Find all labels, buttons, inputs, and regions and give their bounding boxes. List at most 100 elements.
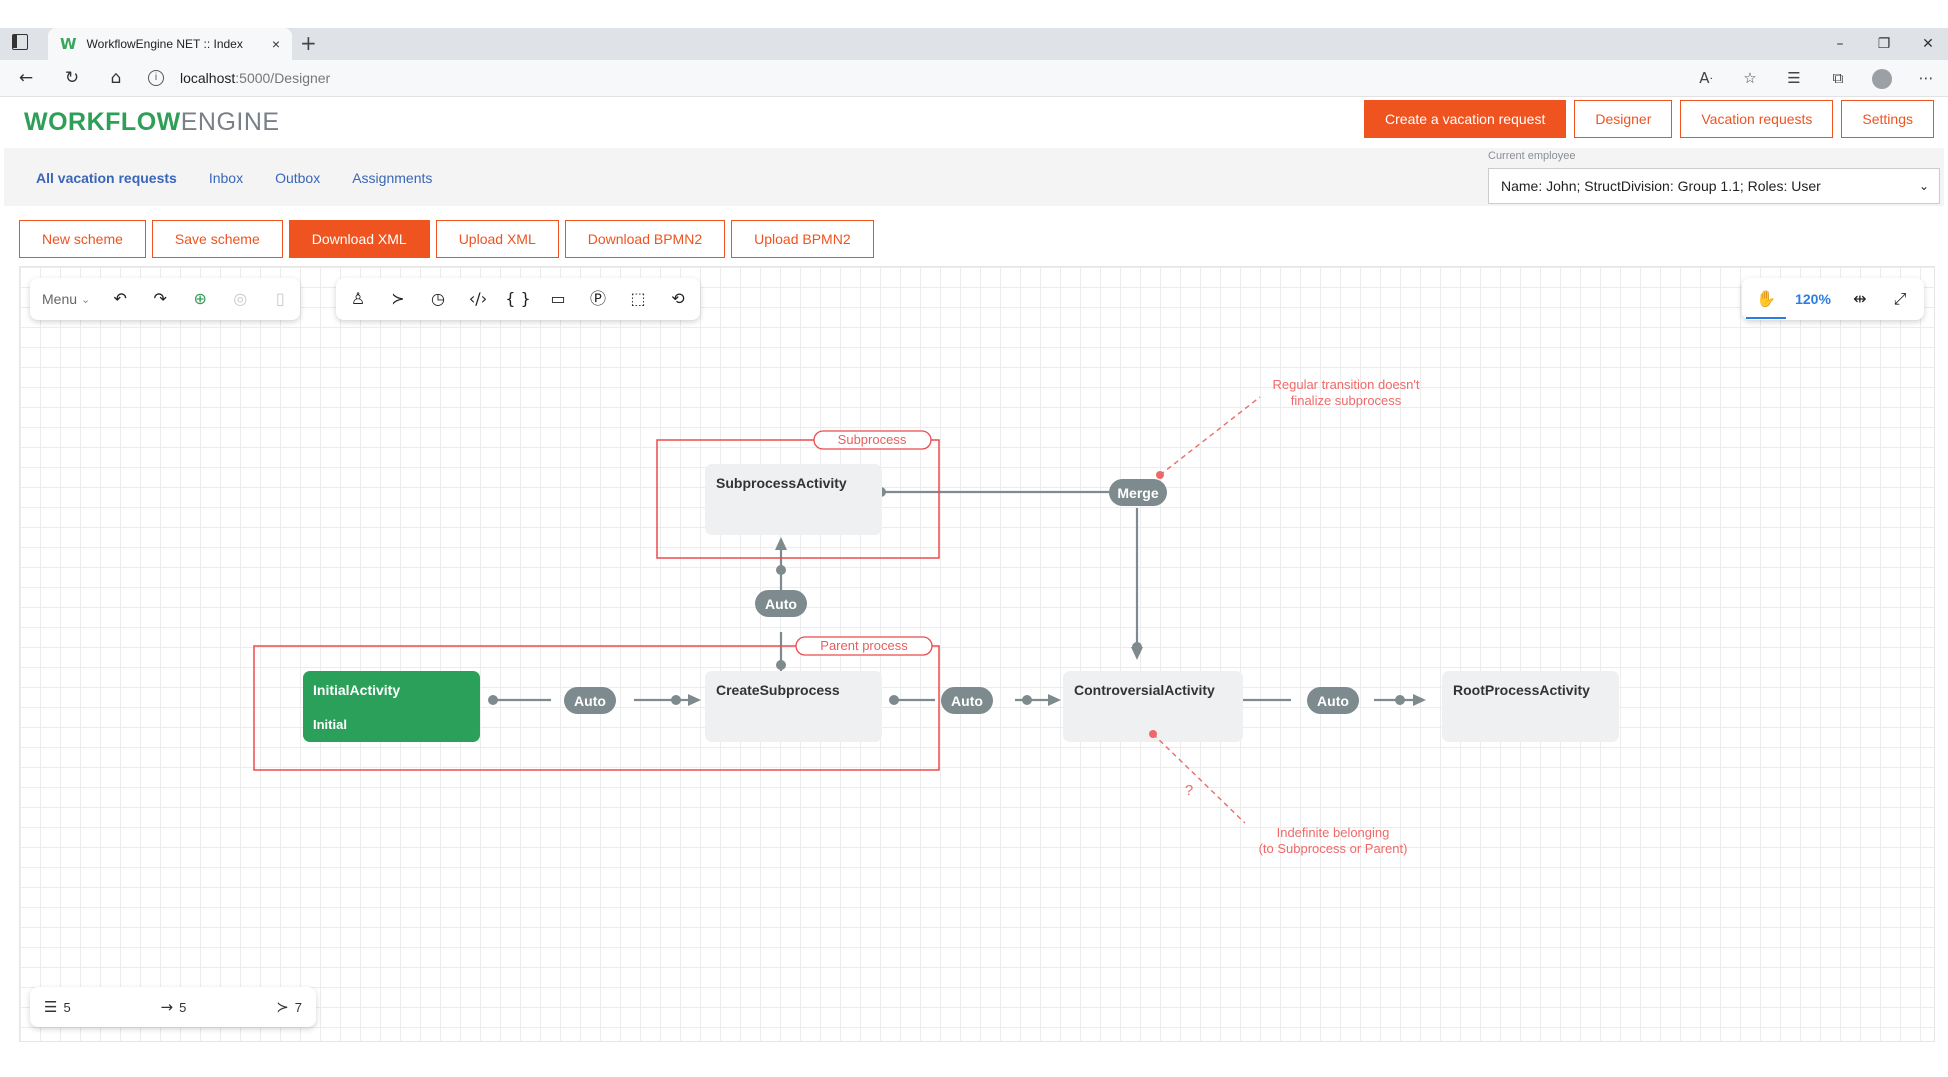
- add-favorite-icon[interactable]: ☆: [1743, 69, 1757, 87]
- upload-xml-button[interactable]: Upload XML: [435, 220, 559, 258]
- controversial-activity-node[interactable]: [1063, 671, 1243, 742]
- connector-dot: [671, 695, 681, 705]
- annotation-dot: [1156, 471, 1164, 479]
- transition-auto-2[interactable]: Auto: [941, 687, 993, 714]
- undo-icon[interactable]: ↶: [113, 289, 127, 308]
- minimize-icon[interactable]: –: [1836, 36, 1844, 52]
- link-inbox[interactable]: Inbox: [208, 170, 244, 186]
- comments-icon[interactable]: ▭: [550, 289, 566, 308]
- new-tab-icon[interactable]: +: [300, 31, 317, 55]
- window-close-icon[interactable]: ✕: [1922, 36, 1934, 52]
- actors-icon[interactable]: ♙: [350, 289, 366, 308]
- site-info-icon[interactable]: i: [148, 70, 164, 86]
- transitions-count[interactable]: →5: [147, 998, 201, 1016]
- logo-light: ENGINE: [180, 108, 280, 136]
- link-all-vacation-requests[interactable]: All vacation requests: [36, 170, 177, 186]
- transition-auto-1[interactable]: Auto: [564, 687, 616, 714]
- current-employee-select[interactable]: Name: John; StructDivision: Group 1.1; R…: [1488, 168, 1940, 204]
- subprocess-activity-node[interactable]: [705, 464, 882, 535]
- annotation-regular-1: Regular transition doesn't: [1272, 377, 1419, 392]
- tab-close-icon[interactable]: ×: [271, 36, 280, 52]
- copy-icon[interactable]: ◎: [233, 289, 248, 308]
- redo-icon[interactable]: ↷: [153, 289, 167, 308]
- more-icon[interactable]: ⋯: [1918, 69, 1934, 87]
- scheme-actions: New scheme Save scheme Download XML Uplo…: [19, 220, 874, 258]
- commands-icon[interactable]: ≻: [391, 289, 405, 308]
- subprocess-group-box[interactable]: [656, 439, 940, 559]
- transition-auto-vertical[interactable]: Auto: [755, 590, 807, 617]
- collections-icon[interactable]: ⧉: [1832, 69, 1844, 87]
- parameters-icon[interactable]: { }: [505, 289, 531, 308]
- arrowhead: [1131, 647, 1143, 660]
- timers-icon[interactable]: ◷: [431, 289, 445, 308]
- annotation-indefinite-2: (to Subprocess or Parent): [1259, 841, 1408, 856]
- create-subprocess-node[interactable]: [705, 671, 882, 742]
- arrowhead: [1413, 694, 1426, 706]
- annotation-leader-merge: [1159, 396, 1261, 476]
- subprocess-activity-name: SubprocessActivity: [716, 475, 847, 491]
- save-scheme-button[interactable]: Save scheme: [151, 220, 283, 258]
- transition-auto-3[interactable]: Auto: [1307, 687, 1359, 714]
- transitions-icon: →: [160, 998, 174, 1016]
- root-process-activity-node[interactable]: [1442, 671, 1619, 742]
- address-bar: ← ↻ ⌂ i localhost:5000/Designer Aᐧ ☆ ☰ ⧉…: [0, 60, 1948, 97]
- activities-count-value: 5: [63, 999, 71, 1015]
- app-logo[interactable]: WORKFLOWENGINE: [24, 108, 280, 137]
- code-actions-icon[interactable]: ‹/›: [468, 289, 488, 308]
- reload-icon[interactable]: ↻: [64, 68, 80, 88]
- plugins-icon[interactable]: Ⓟ: [589, 289, 606, 308]
- url-field[interactable]: i localhost:5000/Designer: [148, 63, 1648, 93]
- subprocess-group-label: Subprocess: [838, 432, 907, 447]
- designer-canvas[interactable]: Menu ⌄ ↶ ↷ ⊕ ◎ ▯ ♙ ≻ ◷ ‹/› { } ▭ Ⓟ ⬚ ⟲ ✋…: [19, 266, 1935, 1042]
- transition-merge-label: Merge: [1117, 485, 1158, 501]
- annotation-indefinite-1: Indefinite belonging: [1277, 825, 1390, 840]
- read-aloud-icon[interactable]: Aᐧ: [1699, 69, 1713, 87]
- download-bpmn2-button[interactable]: Download BPMN2: [564, 220, 726, 258]
- commands-count[interactable]: ≻7: [262, 998, 316, 1016]
- fullscreen-icon[interactable]: ⤢: [1893, 289, 1907, 308]
- chevron-down-icon: ⌄: [1918, 179, 1929, 193]
- parent-group-label: Parent process: [820, 638, 908, 653]
- vacation-requests-button[interactable]: Vacation requests: [1680, 100, 1834, 138]
- selection-icon[interactable]: ⬚: [630, 289, 646, 308]
- url-host: localhost: [180, 70, 236, 86]
- zoom-level[interactable]: 120%: [1795, 291, 1831, 307]
- transition-auto-3-label: Auto: [1317, 693, 1349, 709]
- restore-icon[interactable]: ❐: [1877, 36, 1891, 52]
- subprocess-group-tag: [813, 430, 932, 450]
- hand-pan-icon[interactable]: ✋: [1746, 279, 1786, 319]
- add-activity-icon[interactable]: ⊕: [193, 289, 207, 308]
- history-icon[interactable]: ⟲: [671, 289, 685, 308]
- url-path: :5000/Designer: [235, 70, 331, 86]
- annotation-regular-2: finalize subprocess: [1291, 393, 1402, 408]
- upload-bpmn2-button[interactable]: Upload BPMN2: [731, 220, 874, 258]
- profile-icon[interactable]: [1860, 66, 1904, 90]
- transition-merge[interactable]: Merge: [1109, 479, 1167, 506]
- fit-width-icon[interactable]: ⇹: [1853, 289, 1867, 308]
- link-assignments[interactable]: Assignments: [352, 170, 433, 186]
- settings-button[interactable]: Settings: [1841, 100, 1934, 138]
- initial-activity-node[interactable]: [303, 671, 480, 742]
- parent-process-group-box[interactable]: [253, 645, 940, 771]
- create-subprocess-name: CreateSubprocess: [716, 682, 840, 698]
- workflow-favicon-icon: W: [60, 35, 77, 53]
- main-toolbar: Menu ⌄ ↶ ↷ ⊕ ◎ ▯: [30, 278, 301, 320]
- logo-bold: WORKFLOW: [24, 108, 181, 136]
- browser-tab[interactable]: W WorkflowEngine NET :: Index ×: [48, 28, 292, 60]
- new-scheme-button[interactable]: New scheme: [19, 220, 146, 258]
- workflow-diagram: Subprocess Parent process InitialActivit…: [253, 377, 1619, 856]
- link-outbox[interactable]: Outbox: [275, 170, 321, 186]
- create-vacation-button[interactable]: Create a vacation request: [1364, 100, 1567, 138]
- connector-dot: [776, 660, 786, 670]
- back-icon[interactable]: ←: [18, 68, 34, 88]
- delete-icon[interactable]: ▯: [275, 289, 285, 308]
- favorites-icon[interactable]: ☰: [1787, 69, 1801, 87]
- download-xml-button[interactable]: Download XML: [288, 220, 430, 258]
- designer-button[interactable]: Designer: [1574, 100, 1673, 138]
- home-icon[interactable]: ⌂: [110, 68, 122, 88]
- menu-button[interactable]: Menu: [42, 291, 78, 307]
- activities-count[interactable]: ☰5: [30, 998, 85, 1016]
- current-employee-value: Name: John; StructDivision: Group 1.1; R…: [1501, 178, 1821, 194]
- tab-actions-icon[interactable]: [12, 34, 28, 50]
- arrowhead: [688, 694, 701, 706]
